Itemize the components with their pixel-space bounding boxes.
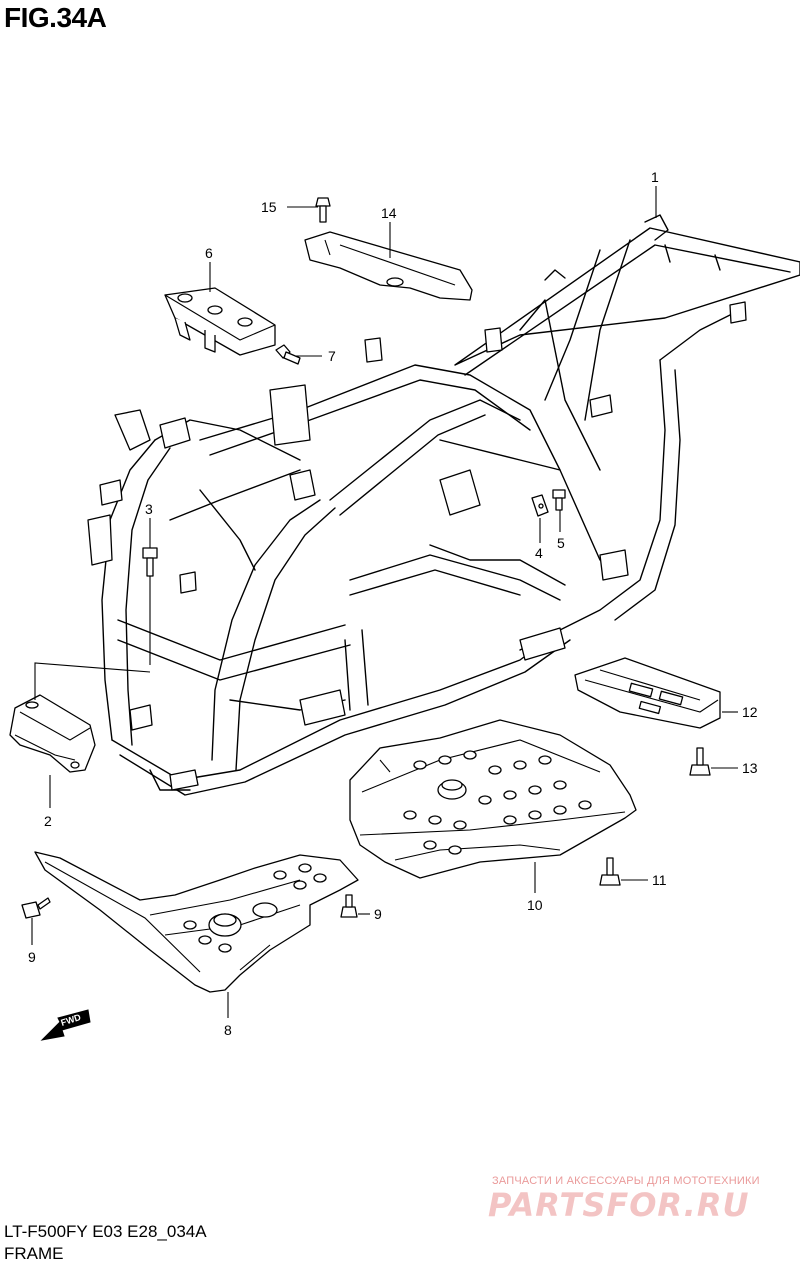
model-code: LT-F500FY E03 E28_034A	[4, 1222, 207, 1241]
callout-13: 13	[742, 760, 758, 776]
callout-6: 6	[205, 245, 213, 261]
watermark-logo: PARTSFOR.RU	[488, 1186, 750, 1224]
bolt-icon	[315, 197, 331, 223]
skid-plate-icon	[349, 719, 637, 879]
bolt-icon	[21, 897, 51, 919]
bracket-icon	[304, 231, 473, 301]
skid-plate-icon	[574, 657, 721, 729]
callout-4: 4	[535, 545, 543, 561]
callout-9-left: 9	[28, 949, 36, 965]
watermark-tagline: ЗАПЧАСТИ И АКСЕССУАРЫ ДЛЯ МОТОТЕХНИКИ	[492, 1175, 760, 1187]
bracket-icon	[9, 694, 96, 773]
callout-2: 2	[44, 813, 52, 829]
leader-lines	[31, 186, 738, 1018]
callout-10: 10	[527, 897, 543, 913]
frame-icon	[87, 214, 800, 796]
diagram-caption: FRAME	[4, 1244, 64, 1263]
bolt-icon	[552, 489, 566, 511]
callout-5: 5	[557, 535, 565, 551]
bolt-icon	[689, 747, 711, 776]
callout-15: 15	[261, 199, 277, 215]
figure-title: FIG.34A	[4, 2, 107, 33]
callout-1: 1	[651, 169, 659, 185]
fwd-arrow-icon: FWD	[40, 1009, 91, 1041]
bolt-icon	[275, 344, 301, 365]
callout-9-center: 9	[374, 906, 382, 922]
bolt-icon	[599, 857, 621, 886]
bracket-icon	[164, 287, 276, 356]
callout-3: 3	[145, 501, 153, 517]
callout-12: 12	[742, 704, 758, 720]
bolt-icon	[340, 894, 358, 918]
callout-11: 11	[652, 872, 667, 888]
clip-icon	[531, 494, 549, 517]
callout-8: 8	[224, 1022, 232, 1038]
skid-plate-icon	[34, 851, 359, 993]
callout-7: 7	[328, 348, 336, 364]
callout-14: 14	[381, 205, 397, 221]
bolt-icon	[142, 547, 158, 577]
